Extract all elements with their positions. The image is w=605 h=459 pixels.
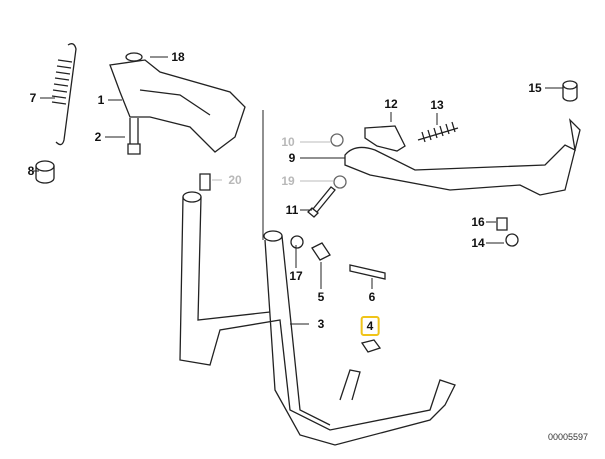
- side-stand-part-9: [344, 80, 581, 196]
- fitting-part-20: [199, 173, 211, 191]
- callout-part-18[interactable]: 18: [171, 50, 185, 64]
- bushing-part-19: [333, 175, 347, 189]
- callout-part-15[interactable]: 15: [528, 81, 542, 95]
- sleeve-part-8: [35, 160, 55, 184]
- pin-part-16: [496, 217, 508, 231]
- bolt-part-2: [127, 118, 141, 155]
- plate-part-12: [364, 125, 406, 152]
- callout-part-8[interactable]: 8: [27, 164, 35, 178]
- callout-part-16[interactable]: 16: [471, 215, 485, 229]
- callout-part-17[interactable]: 17: [289, 269, 303, 283]
- bolt-part-11: [307, 186, 336, 218]
- document-id: 00005597: [548, 432, 589, 442]
- callout-part-7[interactable]: 7: [29, 91, 37, 105]
- callout-part-10[interactable]: 10: [281, 135, 295, 149]
- callout-part-3[interactable]: 3: [317, 317, 325, 331]
- bracket-part-1: [109, 59, 246, 153]
- spring-part-13: [417, 121, 459, 143]
- callout-part-11[interactable]: 11: [285, 203, 299, 217]
- callout-part-1[interactable]: 1: [97, 93, 105, 107]
- callout-part-12[interactable]: 12: [384, 97, 398, 111]
- spring-part-7: [51, 43, 77, 146]
- circlip-part-17: [290, 235, 304, 249]
- callout-part-13[interactable]: 13: [430, 98, 444, 112]
- leader-lines: [33, 56, 563, 325]
- callout-part-2[interactable]: 2: [94, 130, 102, 144]
- bushing-part-5: [311, 242, 331, 261]
- callout-part-5[interactable]: 5: [317, 290, 325, 304]
- callout-part-6[interactable]: 6: [368, 290, 376, 304]
- callout-part-14[interactable]: 14: [471, 236, 485, 250]
- rubber-part-4: [360, 339, 382, 353]
- callout-part-19[interactable]: 19: [281, 174, 295, 188]
- spring-part-14: [505, 233, 519, 247]
- washer-part-18: [125, 52, 143, 62]
- callout-part-20[interactable]: 20: [228, 173, 242, 187]
- center-stand-part-3: [179, 191, 456, 446]
- callout-part-4[interactable]: 4: [360, 316, 380, 336]
- bushing-part-10: [330, 133, 344, 147]
- callout-part-9[interactable]: 9: [288, 151, 296, 165]
- bolt-part-6: [349, 264, 386, 280]
